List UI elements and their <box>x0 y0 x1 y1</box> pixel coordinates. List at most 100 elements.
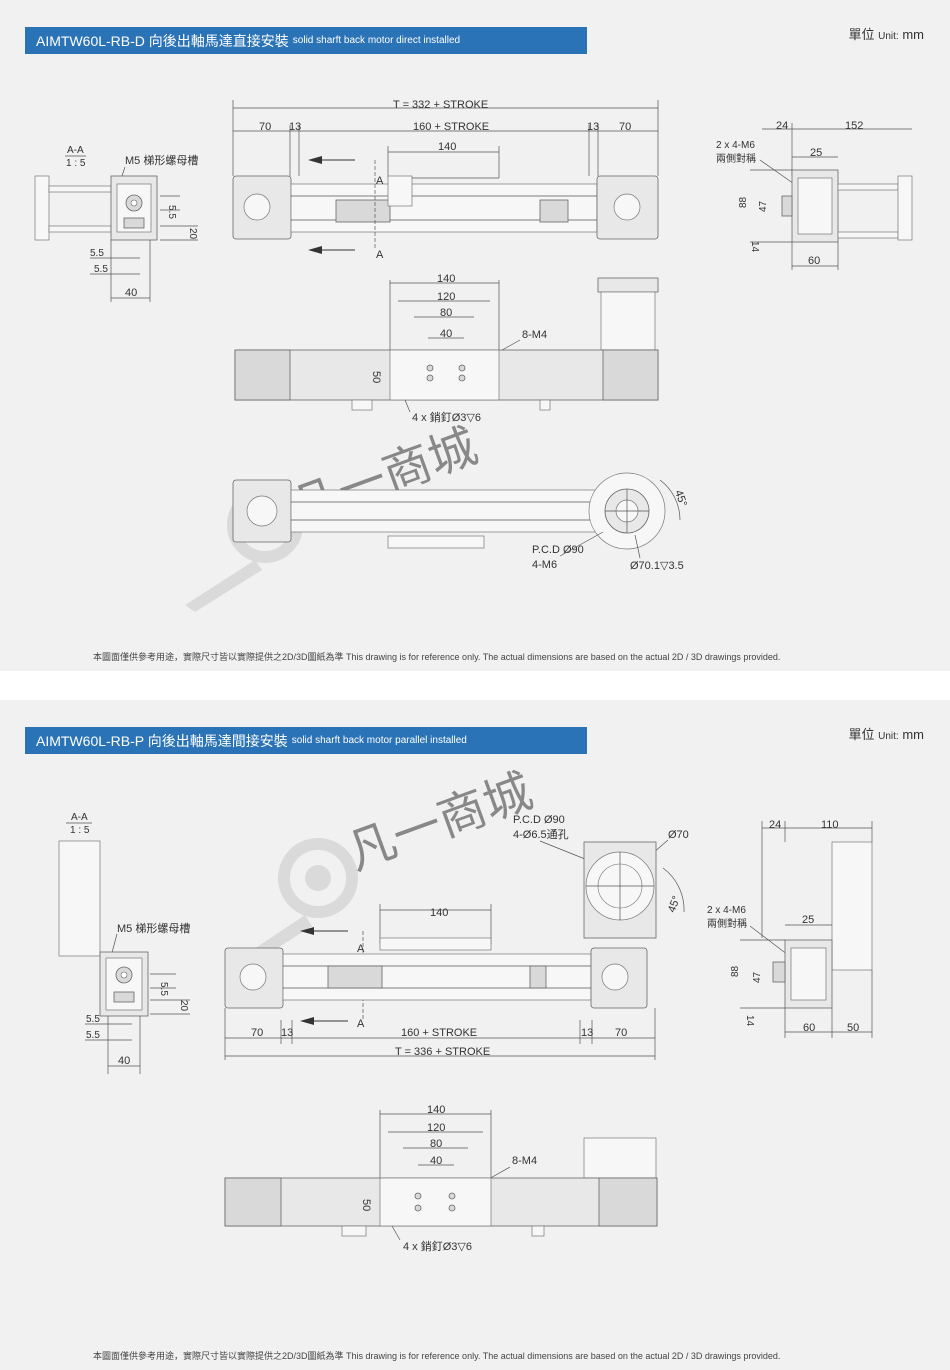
drawing-panel-direct: AIMTW60L-RB-D 向後出軸馬達直接安裝 solid sharft ba… <box>0 0 950 671</box>
pcd-label: P.C.D Ø90 <box>513 814 565 826</box>
unit-value: mm <box>902 727 924 742</box>
tapped-holes-label: 8-M4 <box>522 329 547 341</box>
dim-5-5-b: 5.5 <box>86 1030 100 1041</box>
scale-label: 1 : 5 <box>70 825 90 836</box>
nut-slot-label: M5 梯形螺母槽 <box>117 922 190 935</box>
dim-14: 14 <box>749 241 760 253</box>
dim-14: 14 <box>744 1015 755 1027</box>
unit-value: mm <box>902 27 924 42</box>
bore-label: Ø70.1▽3.5 <box>630 560 684 572</box>
dim-13-left: 13 <box>281 1027 293 1039</box>
dim-24: 24 <box>776 120 788 132</box>
section-aa-view: A-A 1 : 5 M5 梯形螺母槽 5.5 20 5.5 5.5 40 <box>58 812 190 1074</box>
section-mark-a-bottom: A <box>357 1018 365 1030</box>
technical-drawing-parallel: 凡一商城 A-A 1 : 5 M5 梯形螺母槽 5.5 20 5.5 5.5 <box>58 765 873 1253</box>
top-view: P.C.D Ø90 4-Ø6.5通孔 Ø70 45° 140 A A <box>224 814 689 1060</box>
dim-40: 40 <box>125 287 137 299</box>
unit-label-en: Unit: <box>878 31 899 42</box>
section-title: AIMTW60L-RB-P 向後出軸馬達間接安裝 <box>36 732 288 749</box>
section-subtitle: solid sharft back motor parallel install… <box>291 735 467 746</box>
dim-5-5-right: 5.5 <box>166 205 177 219</box>
dim-stroke: 160 + STROKE <box>413 121 489 133</box>
bottom-view: 45° P.C.D Ø90 4-M6 Ø70.1▽3.5 <box>232 472 689 572</box>
section-aa-label: A-A <box>71 812 88 823</box>
top-view: T = 332 + STROKE 70 13 160 + STROKE 13 7… <box>232 99 659 261</box>
dim-carriage-140: 140 <box>430 907 448 919</box>
dim-60: 60 <box>808 255 820 267</box>
section-title-bar: AIMTW60L-RB-P 向後出軸馬達間接安裝 solid sharft ba… <box>25 727 587 754</box>
drawing-panel-parallel: AIMTW60L-RB-P 向後出軸馬達間接安裝 solid sharft ba… <box>0 700 950 1370</box>
dim-25: 25 <box>802 914 814 926</box>
technical-drawing-direct: 凡一商城 A-A 1 : 5 M5 梯形螺母槽 5.5 20 5.5 <box>34 99 913 612</box>
nut-slot-label: M5 梯形螺母槽 <box>125 154 198 167</box>
pcd-holes-label: 4-M6 <box>532 559 557 571</box>
dim-47: 47 <box>758 200 769 212</box>
dim-side-80: 80 <box>440 307 452 319</box>
dim-side-50: 50 <box>360 1199 372 1211</box>
section-title-bar: AIMTW60L-RB-D 向後出軸馬達直接安裝 solid sharft ba… <box>25 27 587 54</box>
section-subtitle: solid sharft back motor direct installed <box>292 35 461 46</box>
angle-45: 45° <box>666 894 683 914</box>
dim-60: 60 <box>803 1022 815 1034</box>
pins-label: 4 x 銷釘Ø3▽6 <box>412 410 481 424</box>
dim-25: 25 <box>810 147 822 159</box>
scale-label: 1 : 5 <box>66 158 86 169</box>
dim-5-5-b: 5.5 <box>94 264 108 275</box>
dim-20: 20 <box>178 1000 189 1012</box>
watermark-text: 凡一商城 <box>341 765 540 880</box>
holes-label: 2 x 4-M6 <box>716 140 755 151</box>
disclaimer-footnote: 本圖面僅供參考用途，實際尺寸皆以實際提供之2D/3D圖紙為準 This draw… <box>93 1351 781 1361</box>
dim-13-left: 13 <box>289 121 301 133</box>
dim-88: 88 <box>738 196 749 208</box>
angle-45: 45° <box>672 489 689 509</box>
section-mark-a-top: A <box>376 175 384 187</box>
dim-50: 50 <box>847 1022 859 1034</box>
dim-side-120: 120 <box>437 291 455 303</box>
pcd-holes-label: 4-Ø6.5通孔 <box>513 828 569 841</box>
dim-13-right: 13 <box>581 1027 593 1039</box>
dim-stroke: 160 + STROKE <box>401 1027 477 1039</box>
dim-side-140: 140 <box>427 1104 445 1116</box>
end-view: 24 110 2 x 4-M6 兩側對稱 25 88 47 14 60 50 <box>707 819 873 1038</box>
dim-40: 40 <box>118 1055 130 1067</box>
unit-label-cn: 單位 <box>848 27 875 42</box>
unit-label: 單位 Unit: mm <box>849 724 925 743</box>
dim-13-right: 13 <box>587 121 599 133</box>
dim-70-right: 70 <box>619 121 631 133</box>
dim-carriage-140: 140 <box>438 141 456 153</box>
disclaimer-footnote: 本圖面僅供參考用途，實際尺寸皆以實際提供之2D/3D圖紙為準 This draw… <box>93 652 781 662</box>
unit-label-en: Unit: <box>878 731 899 742</box>
dim-total-length: T = 332 + STROKE <box>393 99 488 111</box>
dim-20: 20 <box>187 228 198 240</box>
unit-label-cn: 單位 <box>848 727 875 742</box>
section-aa-view: A-A 1 : 5 M5 梯形螺母槽 5.5 20 5.5 5.5 <box>34 145 198 302</box>
dim-88: 88 <box>730 965 741 977</box>
dim-70-left: 70 <box>251 1027 263 1039</box>
dim-total-length: T = 336 + STROKE <box>395 1046 490 1058</box>
dim-side-40: 40 <box>440 328 452 340</box>
dim-5-5-a: 5.5 <box>90 248 104 259</box>
end-view: 2 x 4-M6 兩側對稱 24 152 25 88 47 14 60 <box>716 120 913 270</box>
dim-side-40: 40 <box>430 1155 442 1167</box>
pins-label: 4 x 銷釘Ø3▽6 <box>403 1239 472 1253</box>
pcd-label: P.C.D Ø90 <box>532 544 584 556</box>
dim-side-50: 50 <box>370 371 382 383</box>
dim-47: 47 <box>752 971 763 983</box>
dim-24: 24 <box>769 819 781 831</box>
dim-70-left: 70 <box>259 121 271 133</box>
section-mark-a-top: A <box>357 943 365 955</box>
section-title: AIMTW60L-RB-D 向後出軸馬達直接安裝 <box>36 32 289 49</box>
dim-110: 110 <box>821 819 839 831</box>
bore-label: Ø70 <box>668 829 689 841</box>
dim-5-5-right: 5.5 <box>158 982 169 996</box>
holes-symmetric-label: 兩側對稱 <box>707 917 747 930</box>
side-view: 140 120 80 40 8-M4 50 4 x 銷釘Ø3▽6 <box>234 273 659 424</box>
holes-label: 2 x 4-M6 <box>707 905 746 916</box>
tapped-holes-label: 8-M4 <box>512 1155 537 1167</box>
dim-70-right: 70 <box>615 1027 627 1039</box>
side-view: 140 120 80 40 8-M4 50 4 x 銷釘Ø3▽6 <box>224 1104 658 1253</box>
dim-side-80: 80 <box>430 1138 442 1150</box>
dim-side-140: 140 <box>437 273 455 285</box>
dim-side-120: 120 <box>427 1122 445 1134</box>
holes-symmetric-label: 兩側對稱 <box>716 152 756 165</box>
